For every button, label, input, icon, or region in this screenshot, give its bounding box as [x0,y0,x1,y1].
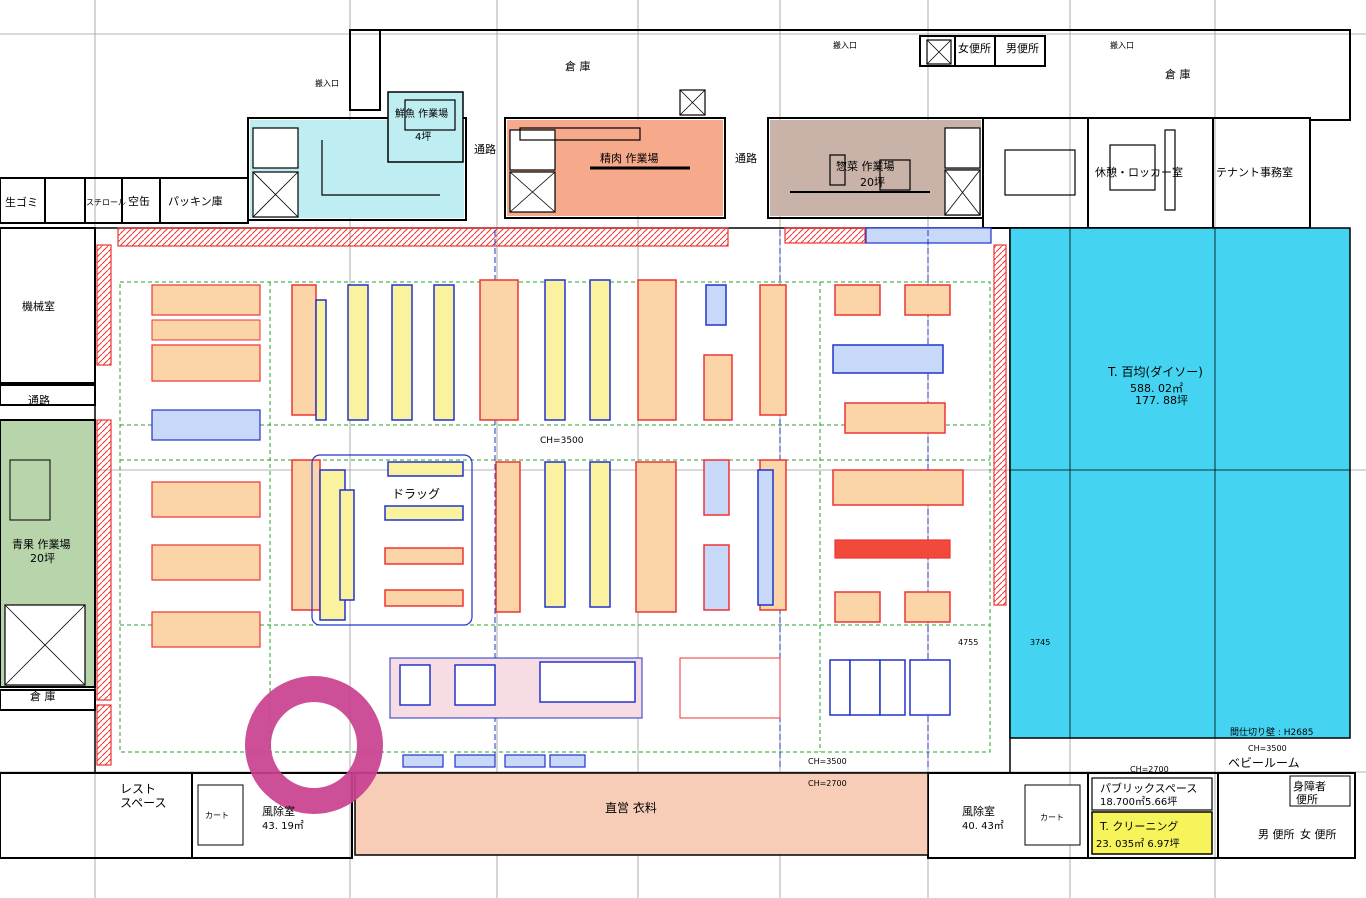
veg-table [9,459,51,521]
blue-island [832,344,944,374]
service-counter-fixtures [399,659,951,716]
label-deli-size: 20坪 [860,176,885,189]
label-daiso-area: 588. 02㎡ [1130,382,1183,395]
label-packing-store: パッキン庫 [168,194,223,208]
label-cleaning-area: 23. 035㎡ 6.97坪 [1096,837,1180,850]
gondola-small-blue [705,284,727,326]
label-hanyu-mid: 搬入口 [833,40,857,50]
clothing-area [354,772,929,856]
produce-table-blue [151,409,261,441]
gondolas-upper-orange [291,279,787,421]
workroom-tables [321,99,1176,211]
label-veg-room: 青果 作業場 [12,538,71,551]
label-wind-room-left: 風除室 [262,804,295,818]
label-veg-size: 20坪 [30,552,55,565]
label-drug: ドラッグ [392,487,440,501]
daiso-grid [1010,228,1350,738]
label-female-restroom: 女 便所 [1300,827,1337,841]
label-nama-gomi: 生ゴミ [5,195,38,209]
label-fish-room: 鮮魚 作業場 [395,107,448,120]
label-public-area: 18.700㎡5.66坪 [1100,795,1177,808]
highlight-marker [245,676,383,814]
label-empty-can: 空缶 [128,194,150,208]
label-rest-area: 休憩・ロッカー室 [1095,165,1183,179]
disabled-restroom [1289,775,1351,807]
label-clothing: 直営 衣料 [605,800,657,815]
wall-fixtures [96,227,1007,766]
label-dim-4755: 4755 [958,638,978,647]
label-cleaning: T. クリーニング [1099,819,1178,833]
bottom-rooms [0,772,1356,859]
label-souko-top-left: 倉 庫 [565,59,591,73]
gondola-mixed-c [757,469,774,606]
label-hanyu-left: 搬入口 [315,78,339,88]
daiso-tenant [1009,227,1351,739]
checkout-lanes [402,754,586,768]
produce-table-small [151,319,261,341]
label-dim-3745: 3745 [1030,638,1050,647]
label-rest-space-2: スペース [120,796,167,810]
label-meat-room: 精肉 作業場 [600,152,659,165]
label-styrofoam: スチロール [86,198,126,207]
label-wind-room-left-area: 43. 19㎡ [262,820,304,832]
label-fish-size: 4坪 [415,130,431,143]
left-stair [197,784,244,846]
gondolas-lower-blue [319,461,611,621]
label-partition: 間仕切り壁 : H2685 [1230,726,1313,738]
label-cart-2: カート [1040,813,1064,822]
drug-gondolas-red [384,547,464,607]
drug-gondolas [339,461,464,601]
gondolas-upper-blue [315,279,611,421]
label-tsuro-2: 通路 [735,152,757,165]
label-male-restroom-top: 男便所 [1006,42,1039,55]
label-deli-room: 惣菜 作業場 [836,159,895,173]
label-disabled-restroom-2: 便所 [1296,793,1318,806]
label-tenant-office: テナント事務室 [1216,165,1293,179]
label-male-restroom: 男 便所 [1258,828,1295,841]
gondola-mixed-b [703,544,730,611]
veg-cold-cross-b [4,604,86,686]
label-tsuro-1: 通路 [474,143,496,156]
label-souko-top-right: 倉 庫 [1165,67,1191,81]
label-ch-right: CH=3500 [1248,744,1287,753]
label-cart: カート [205,811,229,820]
label-ch-right2: CH=2700 [1130,765,1169,774]
label-baby-room: ベビールーム [1228,756,1300,770]
right-stair [1024,784,1081,846]
red-counter [834,539,951,559]
label-ch-lower: CH=3500 [808,757,847,766]
label-rest-space-1: レスト [120,782,156,796]
label-machine-room: 機械室 [22,299,55,313]
label-disabled-restroom-1: 身障者 [1293,779,1326,793]
label-souko-left: 倉 庫 [30,689,56,703]
label-daiso-tsubo: 177. 88坪 [1135,394,1188,407]
produce-tables [151,284,261,648]
counter-box-red [679,657,781,719]
label-tsuro-3: 通路 [28,394,50,407]
label-wind-room-right: 風除室 [962,804,995,818]
label-wind-room-right-area: 40. 43㎡ [962,820,1004,832]
label-public-space: パブリックスペース [1100,781,1197,795]
right-islands [832,284,964,623]
label-ch-2700: CH=2700 [808,779,847,788]
fish-prep-room [387,91,464,163]
label-hanyu-right: 搬入口 [1110,40,1134,50]
cleaning-tenant [1091,811,1213,855]
cold-storage-crosses [252,39,981,218]
gondola-mixed-a [703,459,730,516]
label-ch-main: CH=3500 [540,436,584,446]
label-female-restroom-top: 女便所 [958,41,991,55]
drug-section-outline [311,454,473,626]
public-space [1091,777,1213,811]
label-daiso: T. 百均(ダイソー) [1107,364,1203,379]
